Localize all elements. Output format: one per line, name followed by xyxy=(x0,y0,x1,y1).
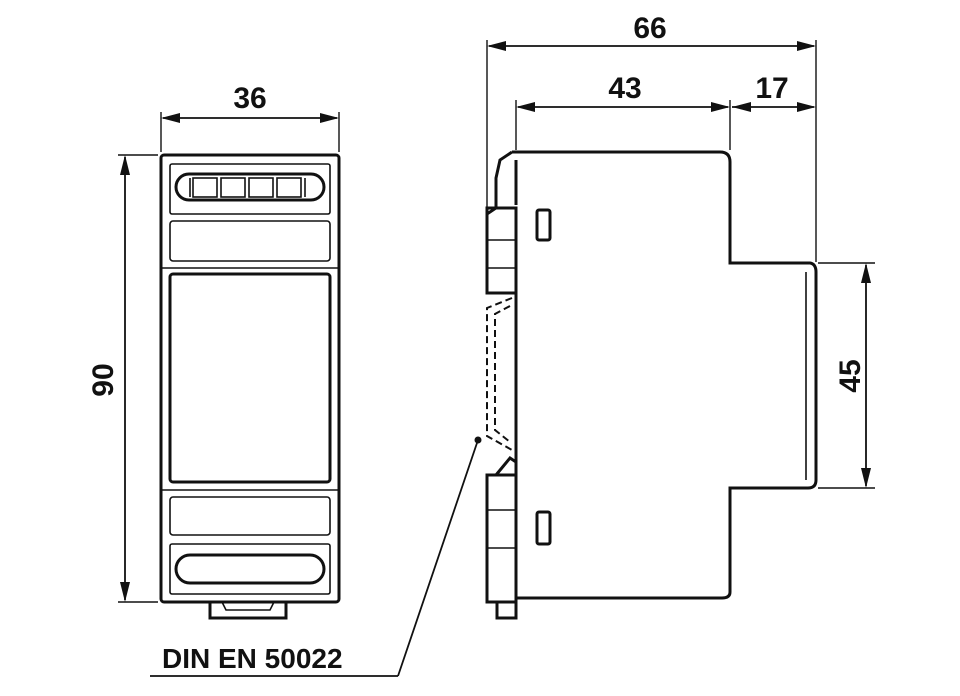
side-slot-top xyxy=(535,208,552,242)
top-label-panel xyxy=(169,220,331,262)
side-bottom-terminal xyxy=(485,473,518,604)
dim-side-step: 17 xyxy=(732,72,816,112)
side-step-height-label: 45 xyxy=(834,359,867,392)
side-housing xyxy=(512,150,818,600)
top-terminal-strip xyxy=(174,172,326,202)
dim-front-height: 90 xyxy=(87,154,158,603)
front-view xyxy=(159,153,341,620)
dim-side-body: 43 xyxy=(515,72,731,150)
bottom-terminal-strip xyxy=(174,553,326,585)
front-height-label: 90 xyxy=(87,363,120,396)
side-top-terminal xyxy=(485,206,518,295)
dim-front-width: 36 xyxy=(160,82,340,152)
front-width-label: 36 xyxy=(233,82,266,115)
top-terminal-block xyxy=(169,163,331,215)
side-body-label: 43 xyxy=(608,72,641,105)
side-total-label: 66 xyxy=(633,12,666,45)
dim-side-step-height: 45 xyxy=(818,262,875,489)
front-housing xyxy=(159,153,341,604)
side-view xyxy=(474,150,818,620)
side-slot-bottom xyxy=(535,510,552,546)
bottom-terminal-block xyxy=(169,543,331,595)
side-step-label: 17 xyxy=(755,72,788,105)
din-rail-standard-label: DIN EN 50022 xyxy=(162,643,343,674)
front-window xyxy=(168,272,332,484)
din-rail-hidden xyxy=(486,297,513,451)
top-terminal-screws xyxy=(189,177,306,198)
bottom-label-panel xyxy=(169,496,331,536)
dim-side-total: 66 xyxy=(486,12,817,262)
din-callout: DIN EN 50022 xyxy=(150,439,479,677)
din-clip-tab xyxy=(208,602,288,620)
